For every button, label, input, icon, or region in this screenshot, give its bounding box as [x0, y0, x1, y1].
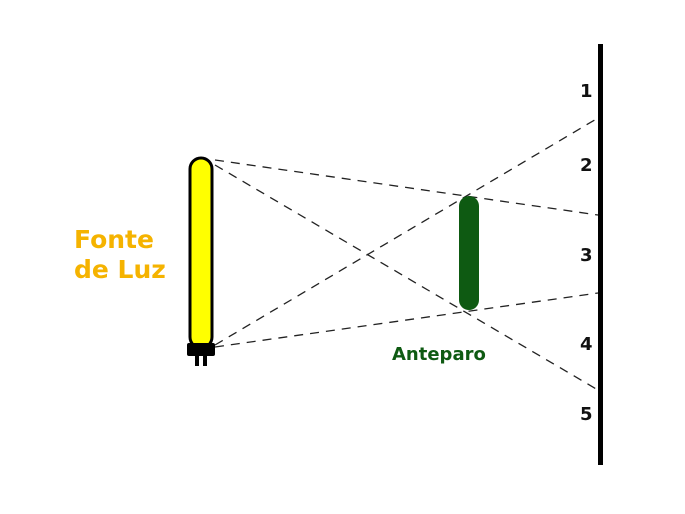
- obstacle-bar: [459, 196, 479, 310]
- obstacle-label: Anteparo: [392, 344, 486, 365]
- ray-bottom-to-top-edge: [214, 117, 599, 346]
- ray-bottom-to-bottom-edge: [214, 292, 599, 348]
- region-label-1: 1: [580, 81, 593, 102]
- region-label-2: 2: [580, 155, 593, 176]
- region-label-4: 4: [580, 334, 593, 355]
- region-label-3: 3: [580, 245, 593, 266]
- light-rays: [214, 117, 599, 391]
- ray-top-to-top-edge: [214, 159, 599, 216]
- light-source-label-line2: de Luz: [74, 255, 166, 284]
- region-label-5: 5: [580, 404, 593, 425]
- screen-line: [598, 44, 603, 465]
- lamp-icon: [187, 156, 215, 366]
- light-source-label: Fonte de Luz: [74, 225, 166, 285]
- ray-top-to-bottom-edge: [214, 164, 599, 391]
- light-source-label-line1: Fonte: [74, 225, 154, 254]
